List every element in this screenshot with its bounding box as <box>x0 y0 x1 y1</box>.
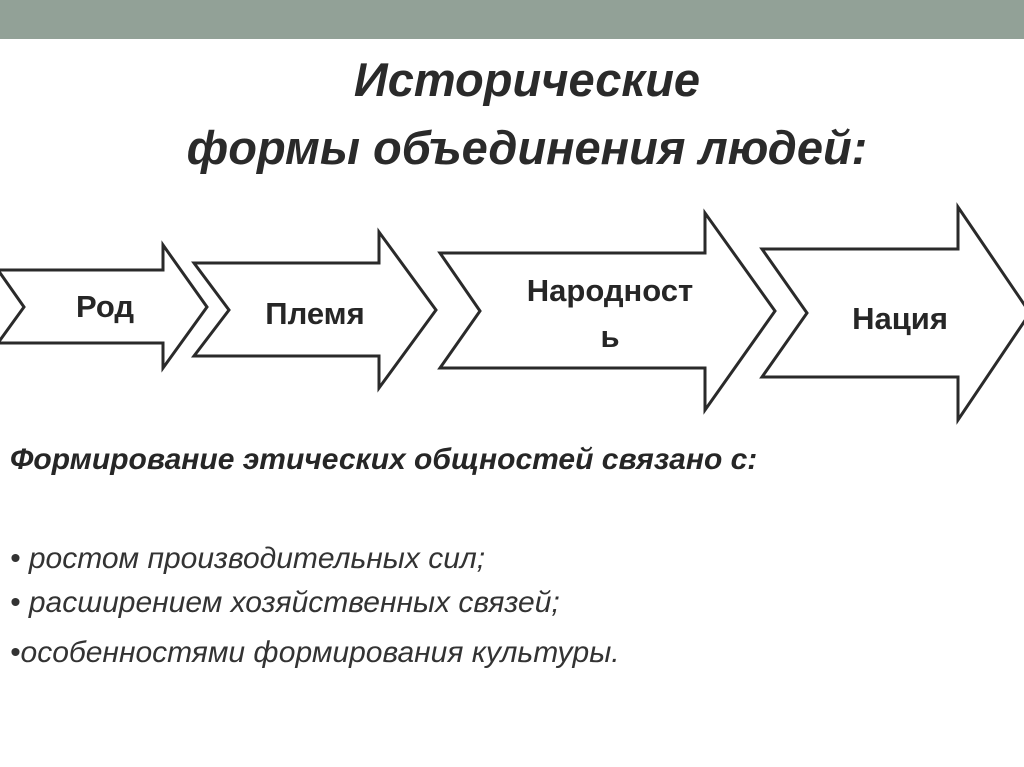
section-heading: Формирование этических общностей связано… <box>10 443 758 476</box>
arrow-label-narodnost-line-2: ь <box>600 319 620 354</box>
arrow-label-narodnost-line-1: Народност <box>526 273 694 308</box>
bullet-item: • расширением хозяйственных связей; <box>10 586 560 619</box>
top-accent-bar <box>0 0 1024 39</box>
arrow-label-natsiya: Нация <box>852 301 948 336</box>
bullet-item: • ростом производительных сил; <box>10 542 486 575</box>
arrow-shape-plemya <box>190 227 438 393</box>
slide-title-line-2: формы объединения людей: <box>186 121 868 174</box>
bullet-item: •особенностями формирования культуры. <box>10 636 620 669</box>
slide-title-line-1: Исторические <box>353 53 701 106</box>
arrow-shape-rod <box>0 240 209 373</box>
arrow-label-plemya: Племя <box>265 296 365 331</box>
arrow-shape-natsiya <box>759 202 1024 425</box>
arrow-shape-narodnost <box>437 208 777 415</box>
arrow-label-rod: Род <box>75 289 135 324</box>
